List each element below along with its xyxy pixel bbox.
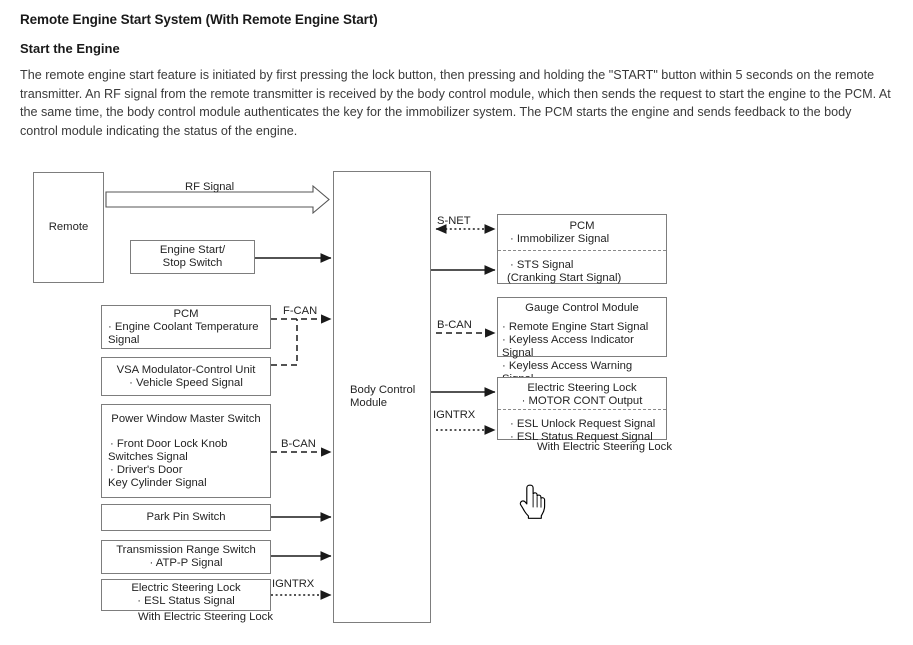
node-electric-steering-lock-left[interactable]: Electric Steering Lock · ESL Status Sign… (101, 579, 271, 611)
node-esl-right-item2: · ESL Unlock Request Signal (510, 418, 656, 430)
node-bcm-line2: Module (350, 397, 388, 409)
document-header: Remote Engine Start System (With Remote … (20, 12, 891, 140)
node-power-window-master-switch[interactable]: Power Window Master Switch · Front Door … (101, 404, 271, 498)
node-pwms-item3: · Driver's Door (110, 464, 183, 476)
node-pwms-item1: · Front Door Lock Knob (110, 438, 228, 450)
esl-right-divider (498, 409, 666, 410)
node-pcm-left-title: PCM (173, 307, 199, 320)
pcm-right-divider (498, 250, 666, 251)
node-pcm-left-item1: · Engine Coolant Temperature (108, 320, 259, 333)
node-esl-left-item1: · ESL Status Signal (137, 595, 235, 607)
node-pwms-item4: Key Cylinder Signal (108, 477, 207, 489)
node-park-pin-switch[interactable]: Park Pin Switch (101, 504, 271, 531)
node-gauge-item1: · Remote Engine Start Signal (502, 321, 649, 333)
node-electric-steering-lock-right[interactable]: Electric Steering Lock · MOTOR CONT Outp… (497, 377, 667, 443)
node-pwms-item2: Switches Signal (108, 451, 188, 463)
node-esl-right-item1: · MOTOR CONT Output (521, 395, 643, 407)
edge-label-b-can-right: B-CAN (437, 319, 472, 331)
pointer-hand-cursor (519, 484, 546, 519)
node-gauge-item2: · Keyless Access Indicator Signal (502, 334, 634, 359)
node-engine-start-stop-switch[interactable]: Engine Start/ Stop Switch (130, 240, 255, 274)
section-heading: Start the Engine (20, 41, 120, 56)
caption-left-esl: With Electric Steering Lock (138, 611, 273, 623)
node-trs-title: Transmission Range Switch (116, 544, 256, 556)
node-pcm-right-title: PCM (569, 220, 595, 232)
node-vsa-title: VSA Modulator-Control Unit (116, 363, 256, 376)
node-transmission-range-switch[interactable]: Transmission Range Switch · ATP-P Signal (101, 540, 271, 574)
node-trs-item1: · ATP-P Signal (149, 557, 223, 569)
node-pcm-right-item1: · Immobilizer Signal (510, 233, 610, 245)
node-esl-right-title: Electric Steering Lock (527, 382, 637, 394)
caption-right-esl: With Electric Steering Lock (537, 441, 672, 453)
node-park-pin-title: Park Pin Switch (146, 511, 226, 523)
node-pcm-right[interactable]: PCM · Immobilizer Signal · STS Signal (C… (497, 214, 667, 284)
node-pcm-right-item2: · STS Signal (510, 259, 574, 271)
node-remote[interactable]: Remote (33, 172, 104, 283)
edge-fcan-vsa-join (271, 319, 298, 366)
node-gauge-control-module[interactable]: Gauge Control Module · Remote Engine Sta… (497, 297, 667, 385)
node-engine-switch-line2: Stop Switch (162, 257, 223, 269)
node-gauge-title: Gauge Control Module (525, 302, 639, 314)
node-pcm-right-item3: (Cranking Start Signal) (507, 272, 622, 284)
edge-label-s-net: S-NET (437, 215, 471, 227)
edge-label-rf-signal: RF Signal (185, 181, 235, 193)
node-pcm-left-item2: Signal (108, 333, 140, 346)
body-paragraph: The remote engine start feature is initi… (20, 68, 891, 138)
edge-label-igntrx-right: IGNTRX (433, 409, 476, 421)
node-pwms-title: Power Window Master Switch (111, 413, 261, 425)
edge-label-igntrx-left: IGNTRX (272, 578, 315, 590)
edge-label-b-can-left: B-CAN (281, 438, 316, 450)
node-esl-right-item3: · ESL Status Request Signal (510, 431, 653, 443)
node-engine-switch-line1: Engine Start/ (159, 244, 226, 256)
node-bcm-line1: Body Control (350, 384, 416, 396)
node-body-control-module[interactable]: Body Control Module (333, 171, 431, 623)
edge-label-f-can: F-CAN (283, 305, 318, 317)
node-esl-left-title: Electric Steering Lock (131, 582, 241, 594)
node-vsa-modulator-control-unit[interactable]: VSA Modulator-Control Unit · Vehicle Spe… (101, 357, 271, 396)
node-pcm-left[interactable]: PCM · Engine Coolant Temperature Signal (101, 305, 271, 349)
node-vsa-item1: · Vehicle Speed Signal (129, 376, 243, 389)
node-remote-title: Remote (48, 221, 89, 233)
page-title: Remote Engine Start System (With Remote … (20, 12, 378, 27)
